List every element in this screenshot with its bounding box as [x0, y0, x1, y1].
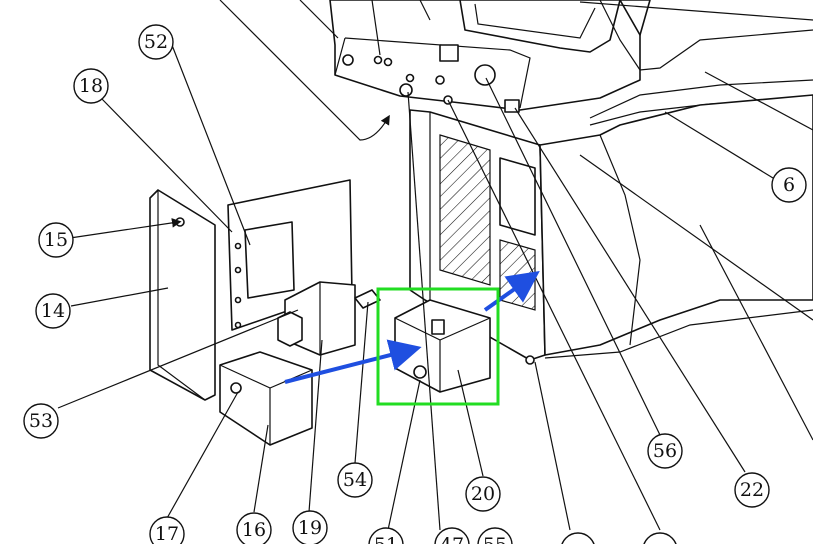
- callout-47: 47: [434, 527, 470, 544]
- callout-label: 47: [440, 534, 464, 544]
- power-supply-unit: [277, 281, 356, 356]
- callout-label: 51: [374, 534, 398, 544]
- callout-6: 6: [771, 167, 807, 203]
- callout-partial-bottom-1: [561, 532, 595, 544]
- callout-label: 14: [41, 300, 65, 322]
- callout-17: 17: [149, 516, 185, 544]
- callout-22: 22: [734, 472, 770, 508]
- callout-label: 16: [242, 519, 266, 541]
- side-door-panel: [149, 189, 216, 401]
- callout-label: 18: [79, 75, 103, 97]
- blue-arrow-to-cabinet: [483, 271, 540, 312]
- leader-lines: [57, 0, 813, 531]
- callout-15: 15: [38, 222, 74, 258]
- callout-label: 17: [155, 523, 179, 544]
- callout-partial-bottom-2: [643, 532, 677, 544]
- callout-label: 53: [29, 410, 53, 432]
- callout-16: 16: [236, 512, 272, 544]
- callout-19: 19: [292, 510, 328, 544]
- highlight-box: [376, 287, 500, 406]
- small-connector: [354, 289, 381, 309]
- callout-54: 54: [337, 462, 373, 498]
- blue-arrow-to-coin-box: [284, 339, 422, 384]
- callout-label: 6: [783, 174, 795, 196]
- callout-55: 55: [477, 527, 513, 544]
- callout-label: 20: [471, 483, 495, 505]
- coin-box: [394, 299, 491, 393]
- callout-14: 14: [35, 293, 71, 329]
- callout-51: 51: [368, 527, 404, 544]
- callout-20: 20: [465, 476, 501, 512]
- cabinet-body: [329, 0, 813, 365]
- callout-label: 52: [144, 31, 168, 53]
- callout-label: 22: [740, 479, 764, 501]
- cash-box: [219, 351, 313, 446]
- callout-label: 56: [653, 440, 677, 462]
- callout-56: 56: [647, 433, 683, 469]
- callout-53: 53: [23, 403, 59, 439]
- callout-label: 54: [343, 469, 367, 491]
- callout-18: 18: [73, 68, 109, 104]
- annotation-arrows: [284, 271, 540, 384]
- callout-label: 55: [483, 534, 507, 544]
- callout-label: 19: [298, 517, 322, 539]
- callout-52: 52: [138, 24, 174, 60]
- callout-label: 15: [44, 229, 68, 251]
